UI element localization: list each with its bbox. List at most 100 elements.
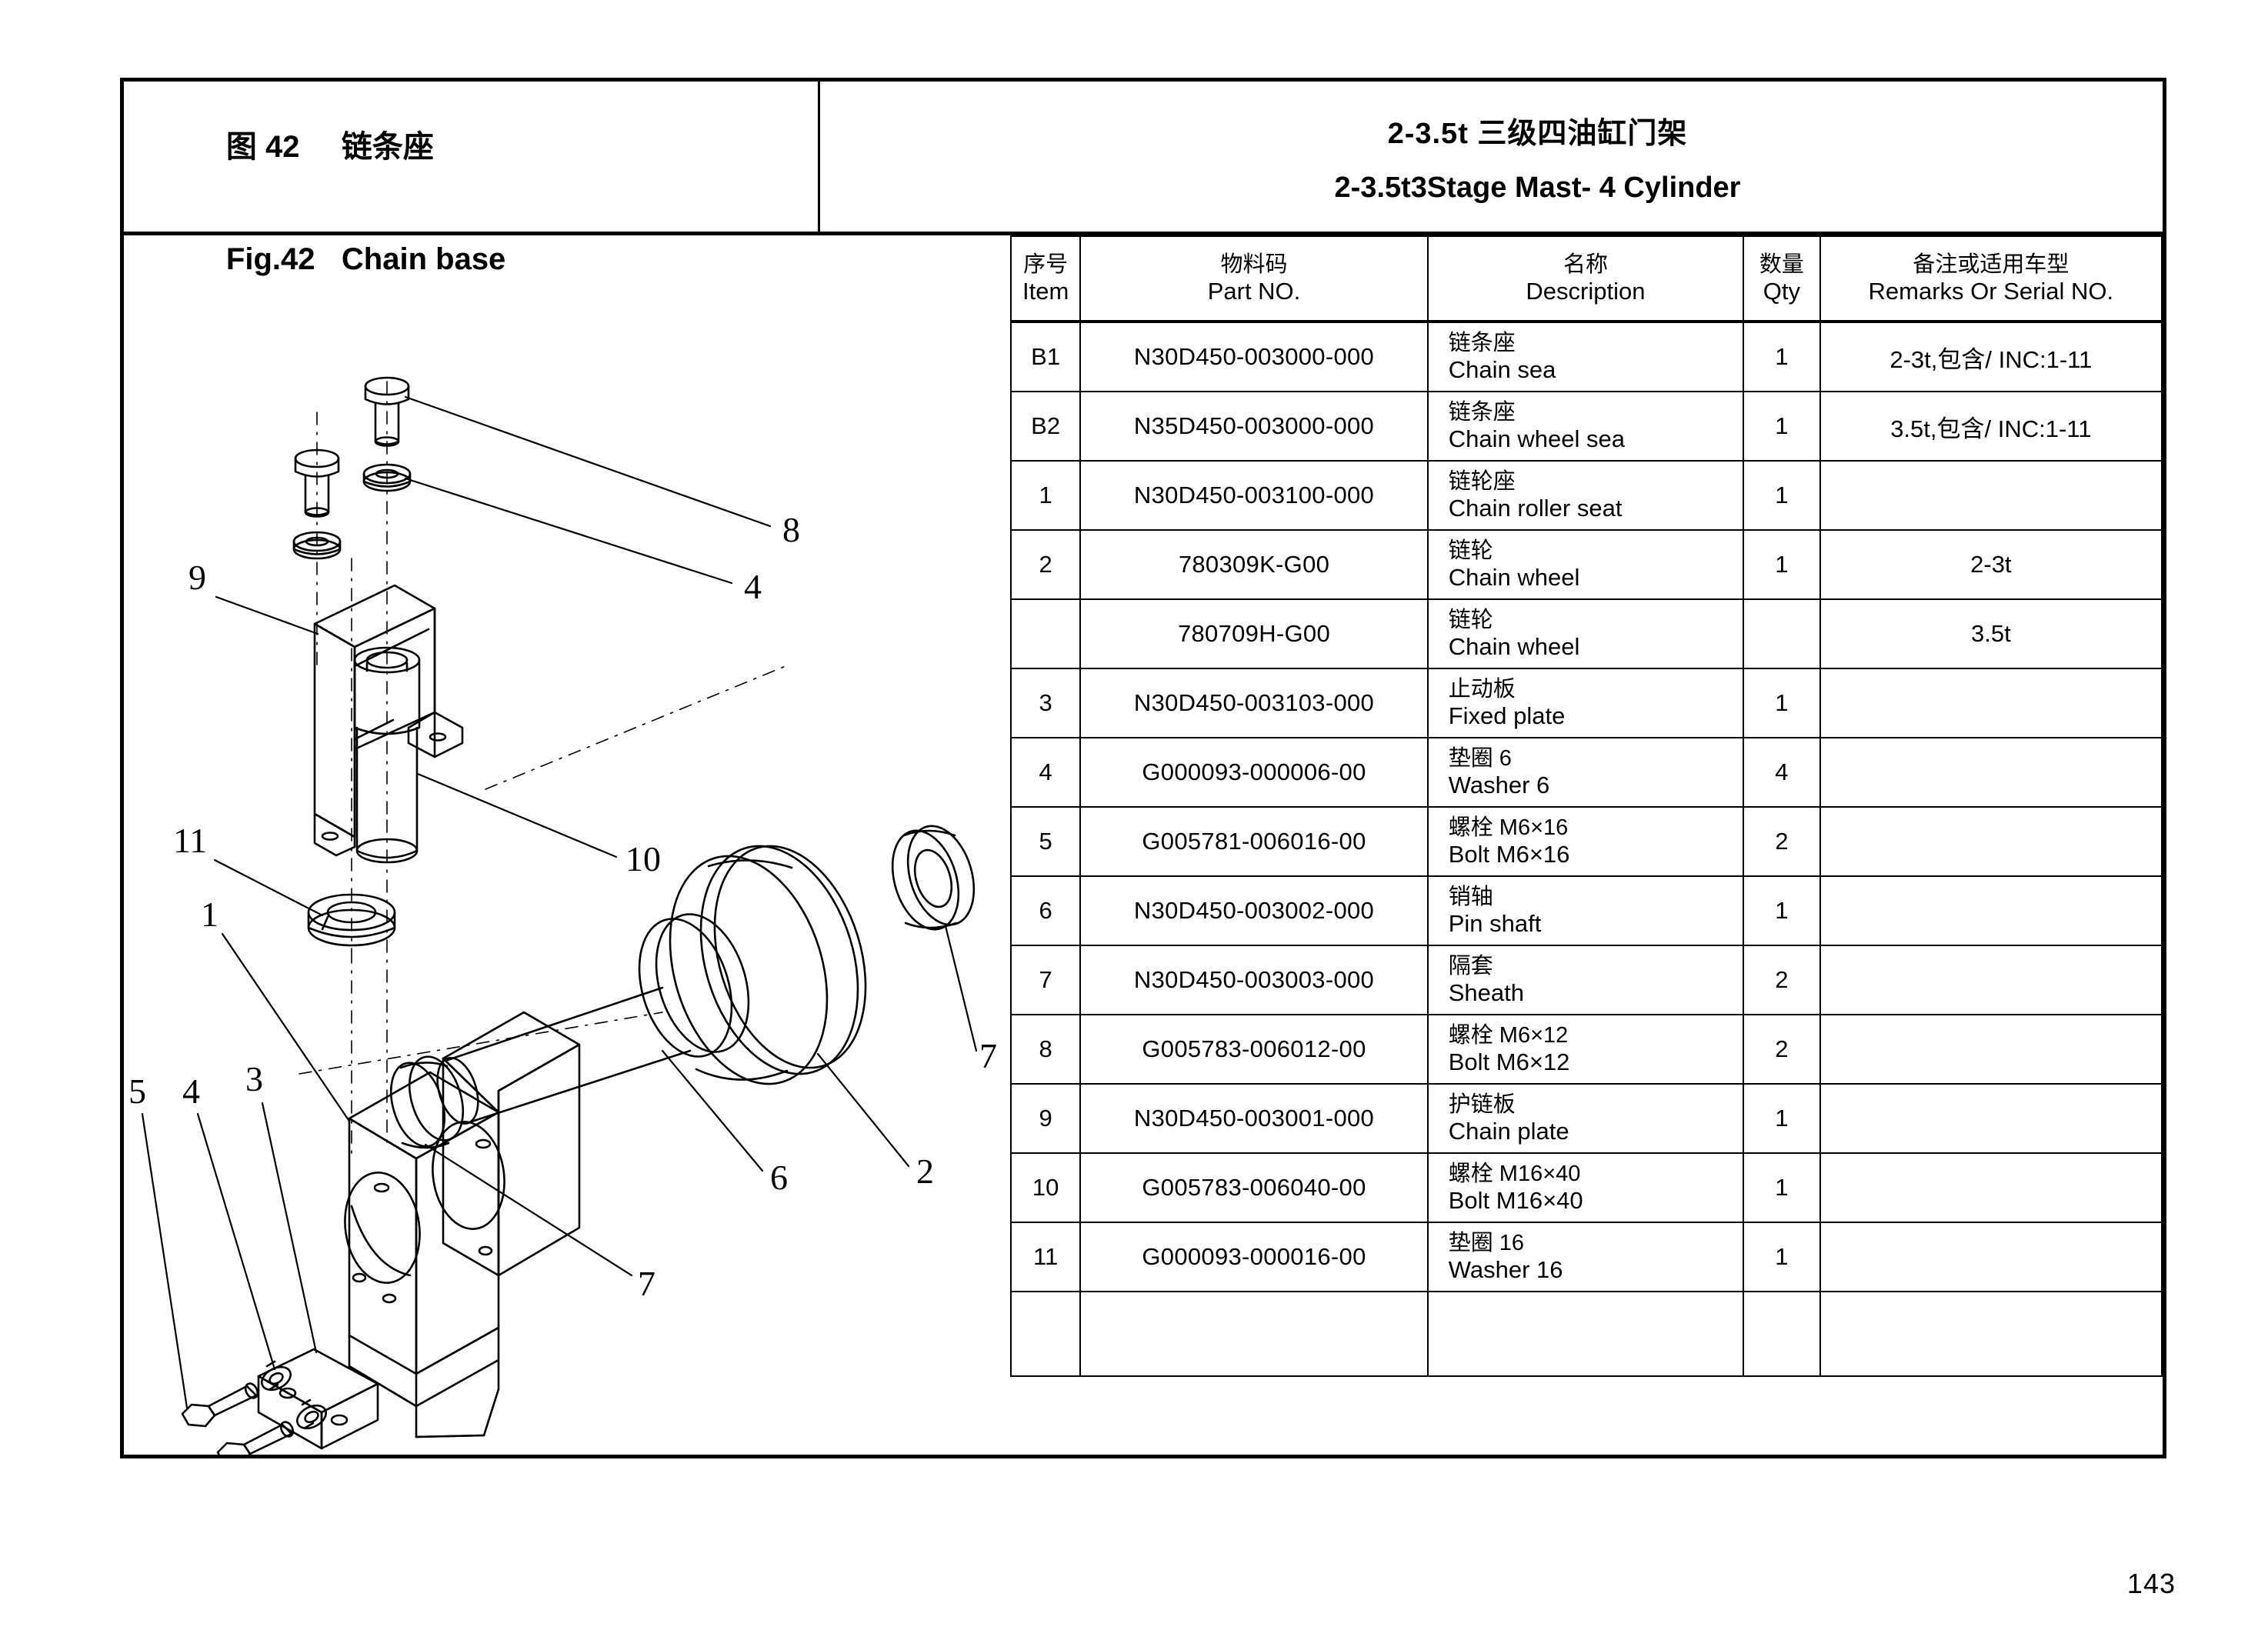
description-cn: 链轮座 — [1448, 468, 1516, 494]
cell-qty: 1 — [1743, 460, 1821, 531]
part-no-value: G005781-006016-00 — [1142, 828, 1366, 855]
parts-table-container: 序号 Item 物料码 Part NO. 名称 — [1009, 235, 2163, 1455]
item-value: 1 — [1039, 482, 1052, 508]
assembly-title-block: 2-3.5t 三级四油缸门架 2-3.5t3Stage Mast- 4 Cyli… — [820, 82, 2163, 232]
cell-remarks — [1819, 806, 2163, 877]
item-value: 4 — [1039, 758, 1052, 785]
description-cn: 螺栓 M6×12 — [1448, 1022, 1569, 1048]
qty-value: 2 — [1775, 828, 1789, 855]
cell-qty — [1743, 1291, 1821, 1377]
cell-part-no: 780709H-G00 — [1079, 598, 1429, 669]
cell-remarks — [1819, 668, 2163, 738]
exploded-view-svg: 8 4 9 11 10 1 5 4 3 2 6 7 7 — [128, 376, 997, 1455]
cell-item: 2 — [1009, 529, 1082, 600]
item-value: B1 — [1031, 343, 1061, 370]
remarks-value: 3.5t,包含/ INC:1-11 — [1890, 415, 2092, 442]
qty-value: 1 — [1775, 1174, 1789, 1201]
description-cn: 销轴 — [1448, 884, 1493, 909]
cell-part-no: N35D450-003000-000 — [1079, 391, 1429, 462]
header-cell-part-no: 物料码 Part NO. — [1079, 235, 1429, 323]
cell-remarks: 2-3t — [1819, 529, 2163, 600]
cell-part-no: G000093-000016-00 — [1079, 1222, 1429, 1292]
callout-2: 2 — [916, 1152, 934, 1191]
qty-value: 1 — [1775, 689, 1789, 716]
part-no-value: N30D450-003003-000 — [1133, 966, 1375, 993]
description-en: Chain wheel — [1448, 632, 1580, 660]
qty-value: 2 — [1775, 966, 1789, 993]
description-en: Bolt M6×16 — [1448, 840, 1570, 868]
cell-remarks — [1819, 1291, 2163, 1377]
washer-16-split-ring — [307, 893, 396, 947]
cell-part-no: N30D450-003001-000 — [1079, 1083, 1429, 1154]
header-cell-qty: 数量 Qty — [1743, 235, 1821, 323]
cell-item: B1 — [1009, 321, 1082, 392]
table-row-blank — [1009, 1291, 2163, 1377]
description-cn: 隔套 — [1448, 953, 1493, 978]
header-item-cn: 序号 — [1023, 252, 1069, 277]
part-no-value: N30D450-003000-000 — [1133, 343, 1375, 370]
cell-remarks — [1819, 460, 2163, 531]
cell-qty: 1 — [1743, 1083, 1821, 1154]
header-item-en: Item — [1022, 277, 1069, 305]
cell-qty: 1 — [1743, 1222, 1821, 1292]
cell-part-no — [1079, 1291, 1429, 1377]
cell-qty: 1 — [1743, 1152, 1821, 1223]
cell-remarks — [1819, 1152, 2163, 1223]
cell-part-no: G005783-006012-00 — [1079, 1014, 1429, 1085]
callout-7a: 7 — [638, 1264, 655, 1303]
cell-part-no: N30D450-003002-000 — [1079, 875, 1429, 946]
part-no-value: N30D450-003100-000 — [1133, 482, 1375, 508]
callout-3: 3 — [245, 1059, 263, 1098]
cell-remarks: 3.5t,包含/ INC:1-11 — [1819, 391, 2163, 462]
callout-4b: 4 — [182, 1072, 200, 1111]
bolt-m6x12-upper — [364, 376, 410, 447]
qty-value: 1 — [1775, 1105, 1789, 1132]
description-cn: 护链板 — [1448, 1092, 1516, 1117]
bolt-m6x16-lower-b — [216, 1421, 295, 1455]
remarks-value: 2-3t,包含/ INC:1-11 — [1889, 345, 2093, 373]
header-qty-en: Qty — [1763, 277, 1801, 305]
item-value: B2 — [1031, 412, 1061, 439]
description-en: Fixed plate — [1448, 702, 1566, 729]
part-no-value: N35D450-003000-000 — [1133, 412, 1375, 439]
callout-4a: 4 — [744, 567, 762, 606]
cell-item: 10 — [1009, 1152, 1082, 1223]
washer-6-upper-left — [292, 531, 342, 560]
header-cell-remarks: 备注或适用车型 Remarks Or Serial NO. — [1819, 235, 2163, 323]
qty-value: 1 — [1775, 1243, 1789, 1270]
part-no-value: N30D450-003002-000 — [1133, 897, 1375, 924]
cell-item: 8 — [1009, 1014, 1082, 1085]
part-no-value: 780309K-G00 — [1178, 551, 1330, 578]
assembly-title-chinese: 2-3.5t 三级四油缸门架 — [1387, 117, 1688, 150]
description-cn: 链条座 — [1448, 330, 1516, 355]
description-cn: 链轮 — [1448, 538, 1493, 563]
figure-name-cn: 链条座 — [341, 130, 434, 164]
description-cn: 螺栓 M16×40 — [1448, 1161, 1581, 1186]
cell-item: 1 — [1009, 460, 1082, 531]
cell-item: 5 — [1009, 806, 1082, 877]
cell-remarks: 3.5t — [1819, 598, 2163, 669]
description-en: Bolt M16×40 — [1448, 1186, 1583, 1214]
cell-part-no: G005783-006040-00 — [1079, 1152, 1429, 1223]
item-value: 3 — [1039, 689, 1052, 716]
cell-qty: 1 — [1743, 321, 1821, 392]
parts-table-header-row: 序号 Item 物料码 Part NO. 名称 — [1009, 235, 2163, 323]
description-cn: 垫圈 16 — [1448, 1230, 1525, 1255]
cell-item: 6 — [1009, 875, 1082, 946]
